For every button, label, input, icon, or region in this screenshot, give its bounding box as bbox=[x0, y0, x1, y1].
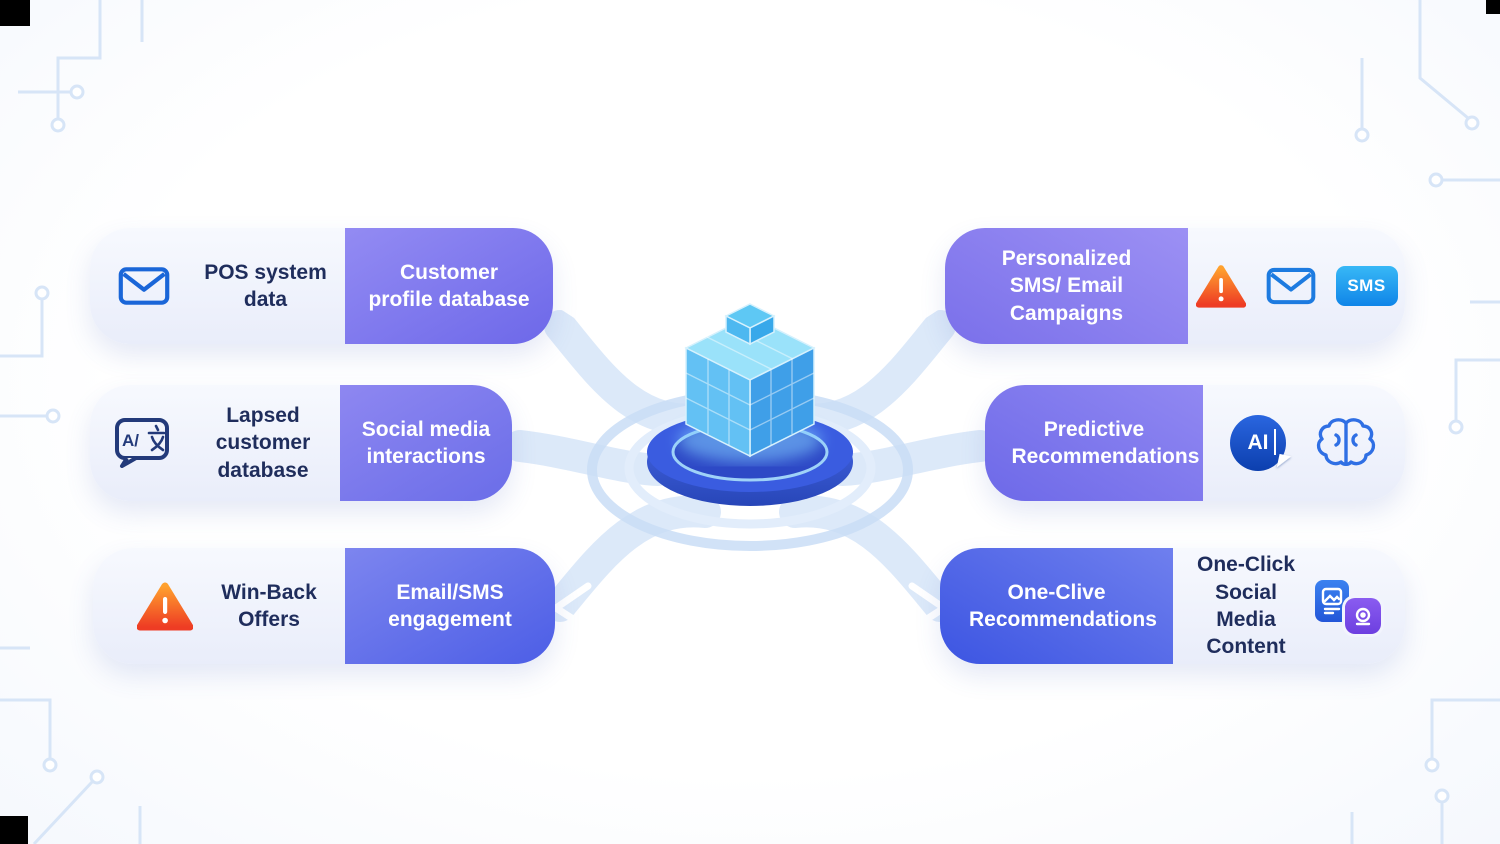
source-label: Win-Back Offers bbox=[221, 580, 317, 631]
screen-artifact-top-right bbox=[1486, 0, 1500, 14]
source-label: One-Click Social Media Content bbox=[1196, 553, 1296, 659]
han-character-glyph bbox=[147, 424, 166, 452]
card-icons-section: AI bbox=[1203, 385, 1405, 501]
card-one-click-social: One-Clive Recommendations One-Click Soci… bbox=[940, 548, 1405, 664]
card-pos-data: POS system data Customer profile databas… bbox=[90, 228, 553, 344]
social-chat-icon bbox=[1345, 598, 1381, 634]
social-icons-group bbox=[1315, 578, 1381, 634]
mini-cube-icon bbox=[724, 303, 776, 346]
card-source-section: Win-Back Offers bbox=[93, 548, 345, 664]
ai-badge-label: AI bbox=[1247, 431, 1269, 454]
svg-text:A/: A/ bbox=[122, 431, 139, 450]
envelope-icon bbox=[118, 264, 170, 308]
warning-icon bbox=[1195, 263, 1246, 309]
hub-platform bbox=[587, 389, 913, 551]
card-target-section: Email/SMS engagement bbox=[345, 548, 555, 664]
card-source-section: A/ Lapsed customer database bbox=[90, 385, 340, 501]
target-label: Social media interactions bbox=[361, 417, 491, 468]
translate-icon: A/ bbox=[114, 417, 170, 469]
card-target-section: One-Clive Recommendations bbox=[940, 548, 1173, 664]
card-target-section: Social media interactions bbox=[340, 385, 512, 501]
card-predictive-recommendations: Predictive Recommendations AI bbox=[985, 385, 1405, 501]
target-label: Personalized SMS/ Email Campaigns bbox=[1001, 247, 1132, 325]
screen-artifact-bottom-left bbox=[0, 816, 28, 844]
envelope-icon bbox=[1266, 265, 1316, 307]
sms-badge: SMS bbox=[1335, 266, 1398, 306]
flow-arrowheads bbox=[552, 276, 948, 634]
ai-badge-icon: AI bbox=[1230, 415, 1292, 471]
flow-bands bbox=[504, 310, 996, 622]
card-target-section: Predictive Recommendations bbox=[985, 385, 1203, 501]
source-label: Lapsed customer database bbox=[215, 404, 311, 482]
source-label: POS system data bbox=[204, 260, 327, 311]
cursor-icon bbox=[1276, 453, 1292, 471]
target-label: Customer profile database bbox=[368, 260, 530, 311]
data-cube-icon bbox=[684, 303, 816, 458]
card-lapsed-customers: A/ Lapsed customer database Social media… bbox=[90, 385, 512, 501]
target-label: Email/SMS engagement bbox=[388, 580, 512, 631]
card-win-back: Win-Back Offers Email/SMS engagement bbox=[93, 548, 555, 664]
screen-artifact-top-left bbox=[0, 0, 30, 26]
card-target-section: Personalized SMS/ Email Campaigns bbox=[945, 228, 1188, 344]
card-source-section: POS system data bbox=[90, 228, 345, 344]
photo-icon bbox=[1315, 580, 1349, 622]
card-source-section: One-Click Social Media Content bbox=[1173, 548, 1405, 664]
brain-icon bbox=[1314, 414, 1378, 472]
card-icons-section: SMS bbox=[1188, 228, 1405, 344]
card-target-section: Customer profile database bbox=[345, 228, 553, 344]
target-label: Predictive Recommendations bbox=[1011, 417, 1200, 468]
warning-icon bbox=[137, 580, 193, 632]
target-label: One-Clive Recommendations bbox=[969, 580, 1157, 631]
card-sms-email-campaigns: Personalized SMS/ Email Campaigns bbox=[945, 228, 1405, 344]
